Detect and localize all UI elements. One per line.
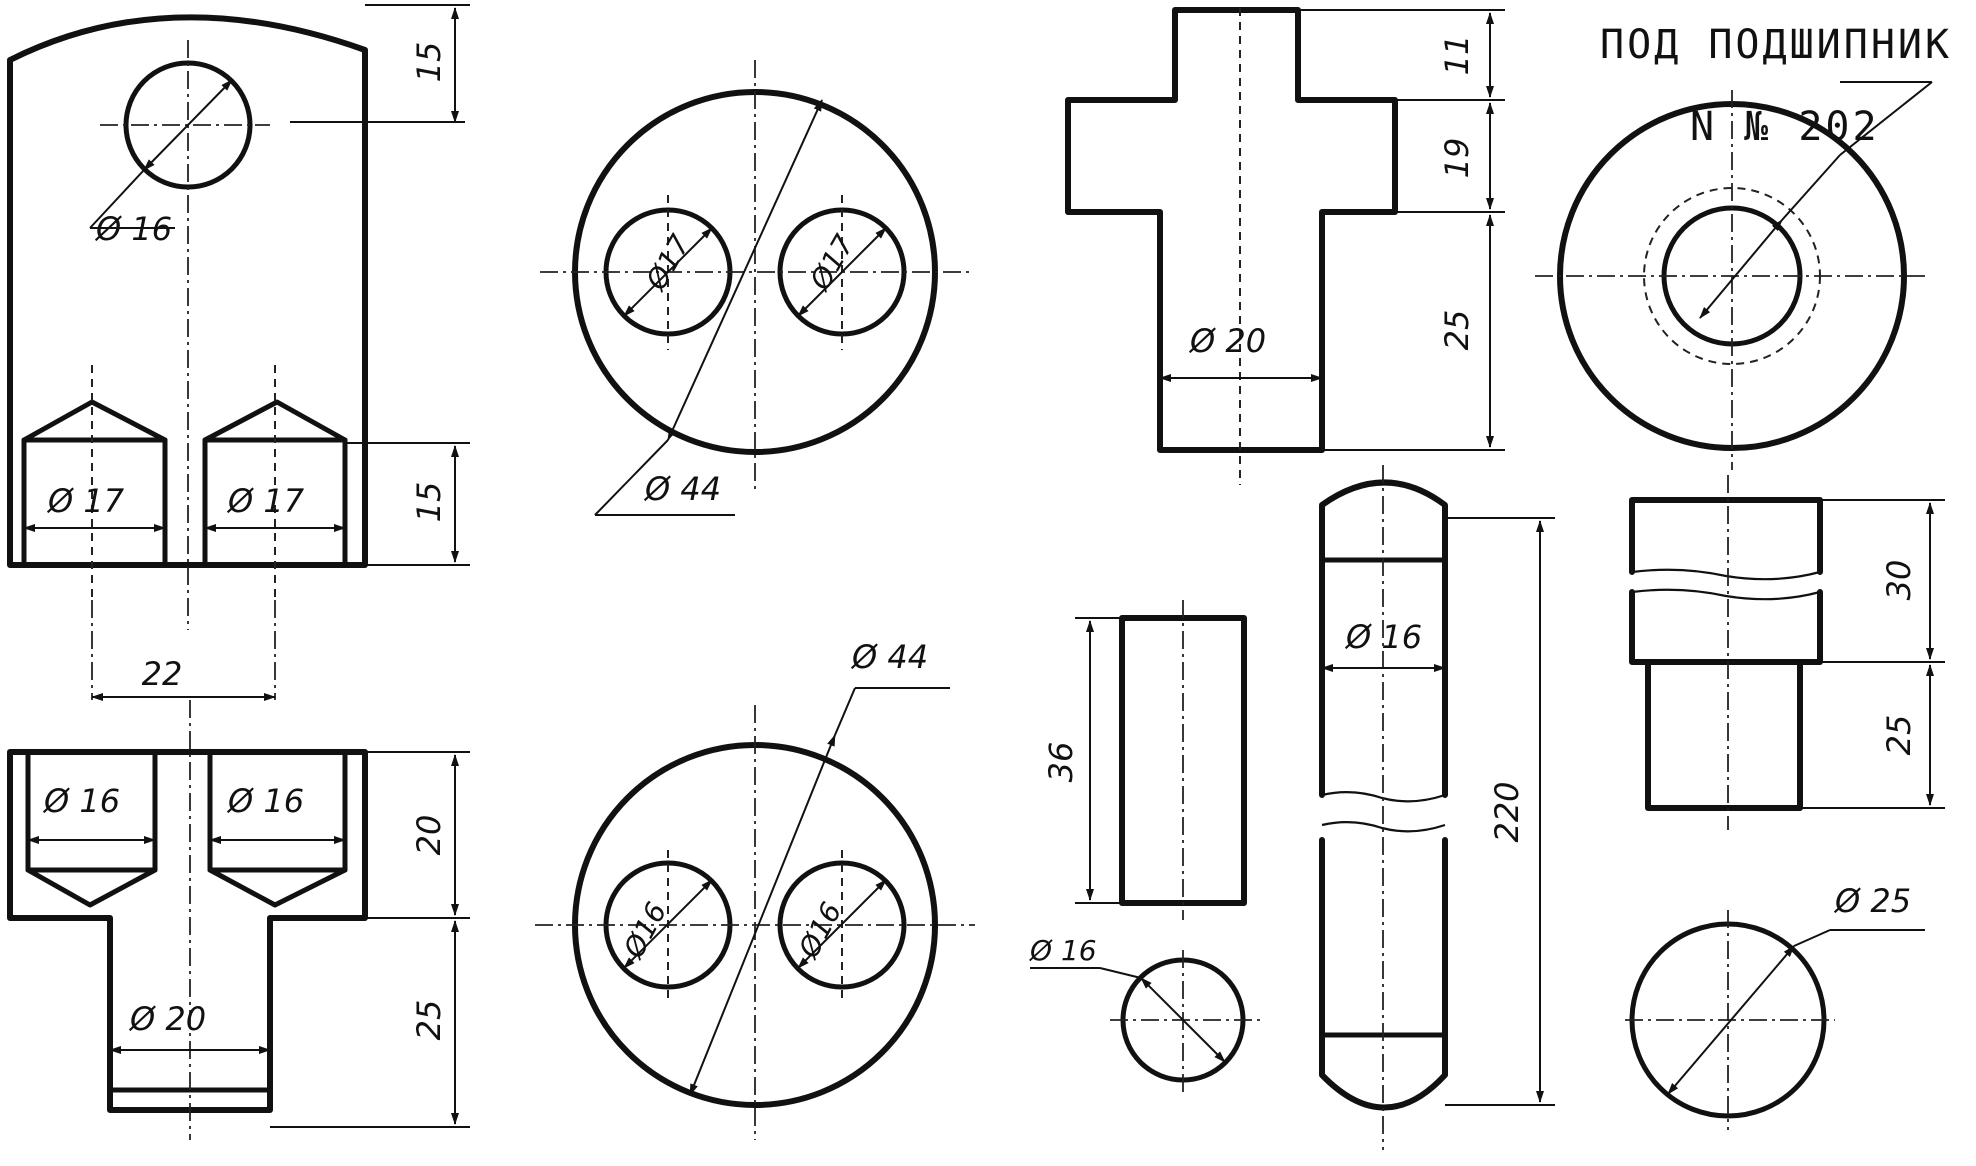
label-dia-25: Ø 25 — [1833, 882, 1911, 920]
header-line-1: ПОД ПОДШИПНИК — [1600, 22, 1952, 68]
label-dia-16-d: Ø16 — [792, 897, 849, 964]
part-long-pin: Ø 16 220 — [1319, 465, 1555, 1150]
dim-leader — [143, 79, 233, 171]
long-pin-break-bottom — [1321, 821, 1446, 833]
t-block-outline — [7, 749, 368, 1113]
label-dia-16-left: Ø 16 — [42, 782, 120, 820]
part-short-pin: 36 Ø 16 — [1029, 600, 1260, 1095]
part-bearing: ПОД ПОДШИПНИК N № 202 — [1535, 22, 1952, 470]
t-block-bore-right — [207, 749, 348, 908]
part-bracket-front-view: Ø 16 15 15 Ø 17 Ø 17 22 — [7, 4, 470, 701]
part-stepped-shaft: 11 19 25 Ø 20 — [1065, 7, 1505, 485]
long-pin-top-end — [1319, 479, 1448, 563]
label-15-bottom: 15 — [410, 482, 448, 523]
part-t-block: Ø 16 Ø 16 20 25 Ø 20 — [7, 700, 470, 1140]
label-11: 11 — [1438, 35, 1476, 76]
dim-leader — [89, 169, 145, 229]
label-dia-20: Ø 20 — [128, 1000, 206, 1038]
label-220: 220 — [1488, 781, 1526, 842]
long-pin-break-top — [1321, 791, 1446, 803]
label-dia-17-left: Ø 17 — [46, 482, 125, 520]
label-19: 19 — [1438, 138, 1476, 179]
label-dia-20-shaft: Ø 20 — [1188, 322, 1266, 360]
label-dia-17-right: Ø 17 — [226, 482, 305, 520]
bracket-bore-left — [21, 399, 168, 568]
label-25-shaft: 25 — [1438, 310, 1476, 351]
label-dia-16-c: Ø16 — [617, 897, 674, 964]
label-15-top: 15 — [410, 42, 448, 83]
label-22: 22 — [142, 655, 183, 693]
label-30: 30 — [1880, 560, 1918, 601]
label-20: 20 — [410, 815, 448, 856]
label-25-plug: 25 — [1880, 715, 1918, 756]
label-dia-17-a: Ø17 — [639, 229, 697, 296]
label-dia-16-pin: Ø 16 — [1029, 934, 1097, 967]
label-dia-16-right: Ø 16 — [226, 782, 304, 820]
long-pin-upper-body — [1319, 557, 1448, 798]
plug-middle — [1629, 589, 1823, 665]
header-line-2: N № 202 — [1690, 104, 1880, 150]
part-disc-bottom: Ø16 Ø16 Ø 44 — [535, 638, 975, 1140]
label-dia-44-top: Ø 44 — [643, 470, 721, 508]
part-stepped-plug: 30 25 Ø 25 — [1625, 475, 1945, 1130]
plug-upper — [1629, 497, 1823, 575]
label-dia-16: Ø 16 — [94, 210, 172, 248]
label-dia-44-bottom: Ø 44 — [850, 638, 928, 676]
label-dia-16-long: Ø 16 — [1344, 618, 1422, 656]
label-36: 36 — [1042, 742, 1080, 783]
t-block-bore-left — [25, 749, 158, 908]
label-25: 25 — [410, 1000, 448, 1041]
part-disc-top: Ø17 Ø17 Ø 44 — [540, 60, 972, 516]
long-pin-bottom-end — [1319, 1032, 1448, 1111]
bracket-bore-right — [202, 399, 348, 568]
long-pin-lower-body — [1319, 837, 1448, 1038]
bracket-outline — [7, 14, 368, 568]
plug-shank — [1645, 659, 1803, 811]
stepped-shaft-outline — [1065, 7, 1398, 453]
